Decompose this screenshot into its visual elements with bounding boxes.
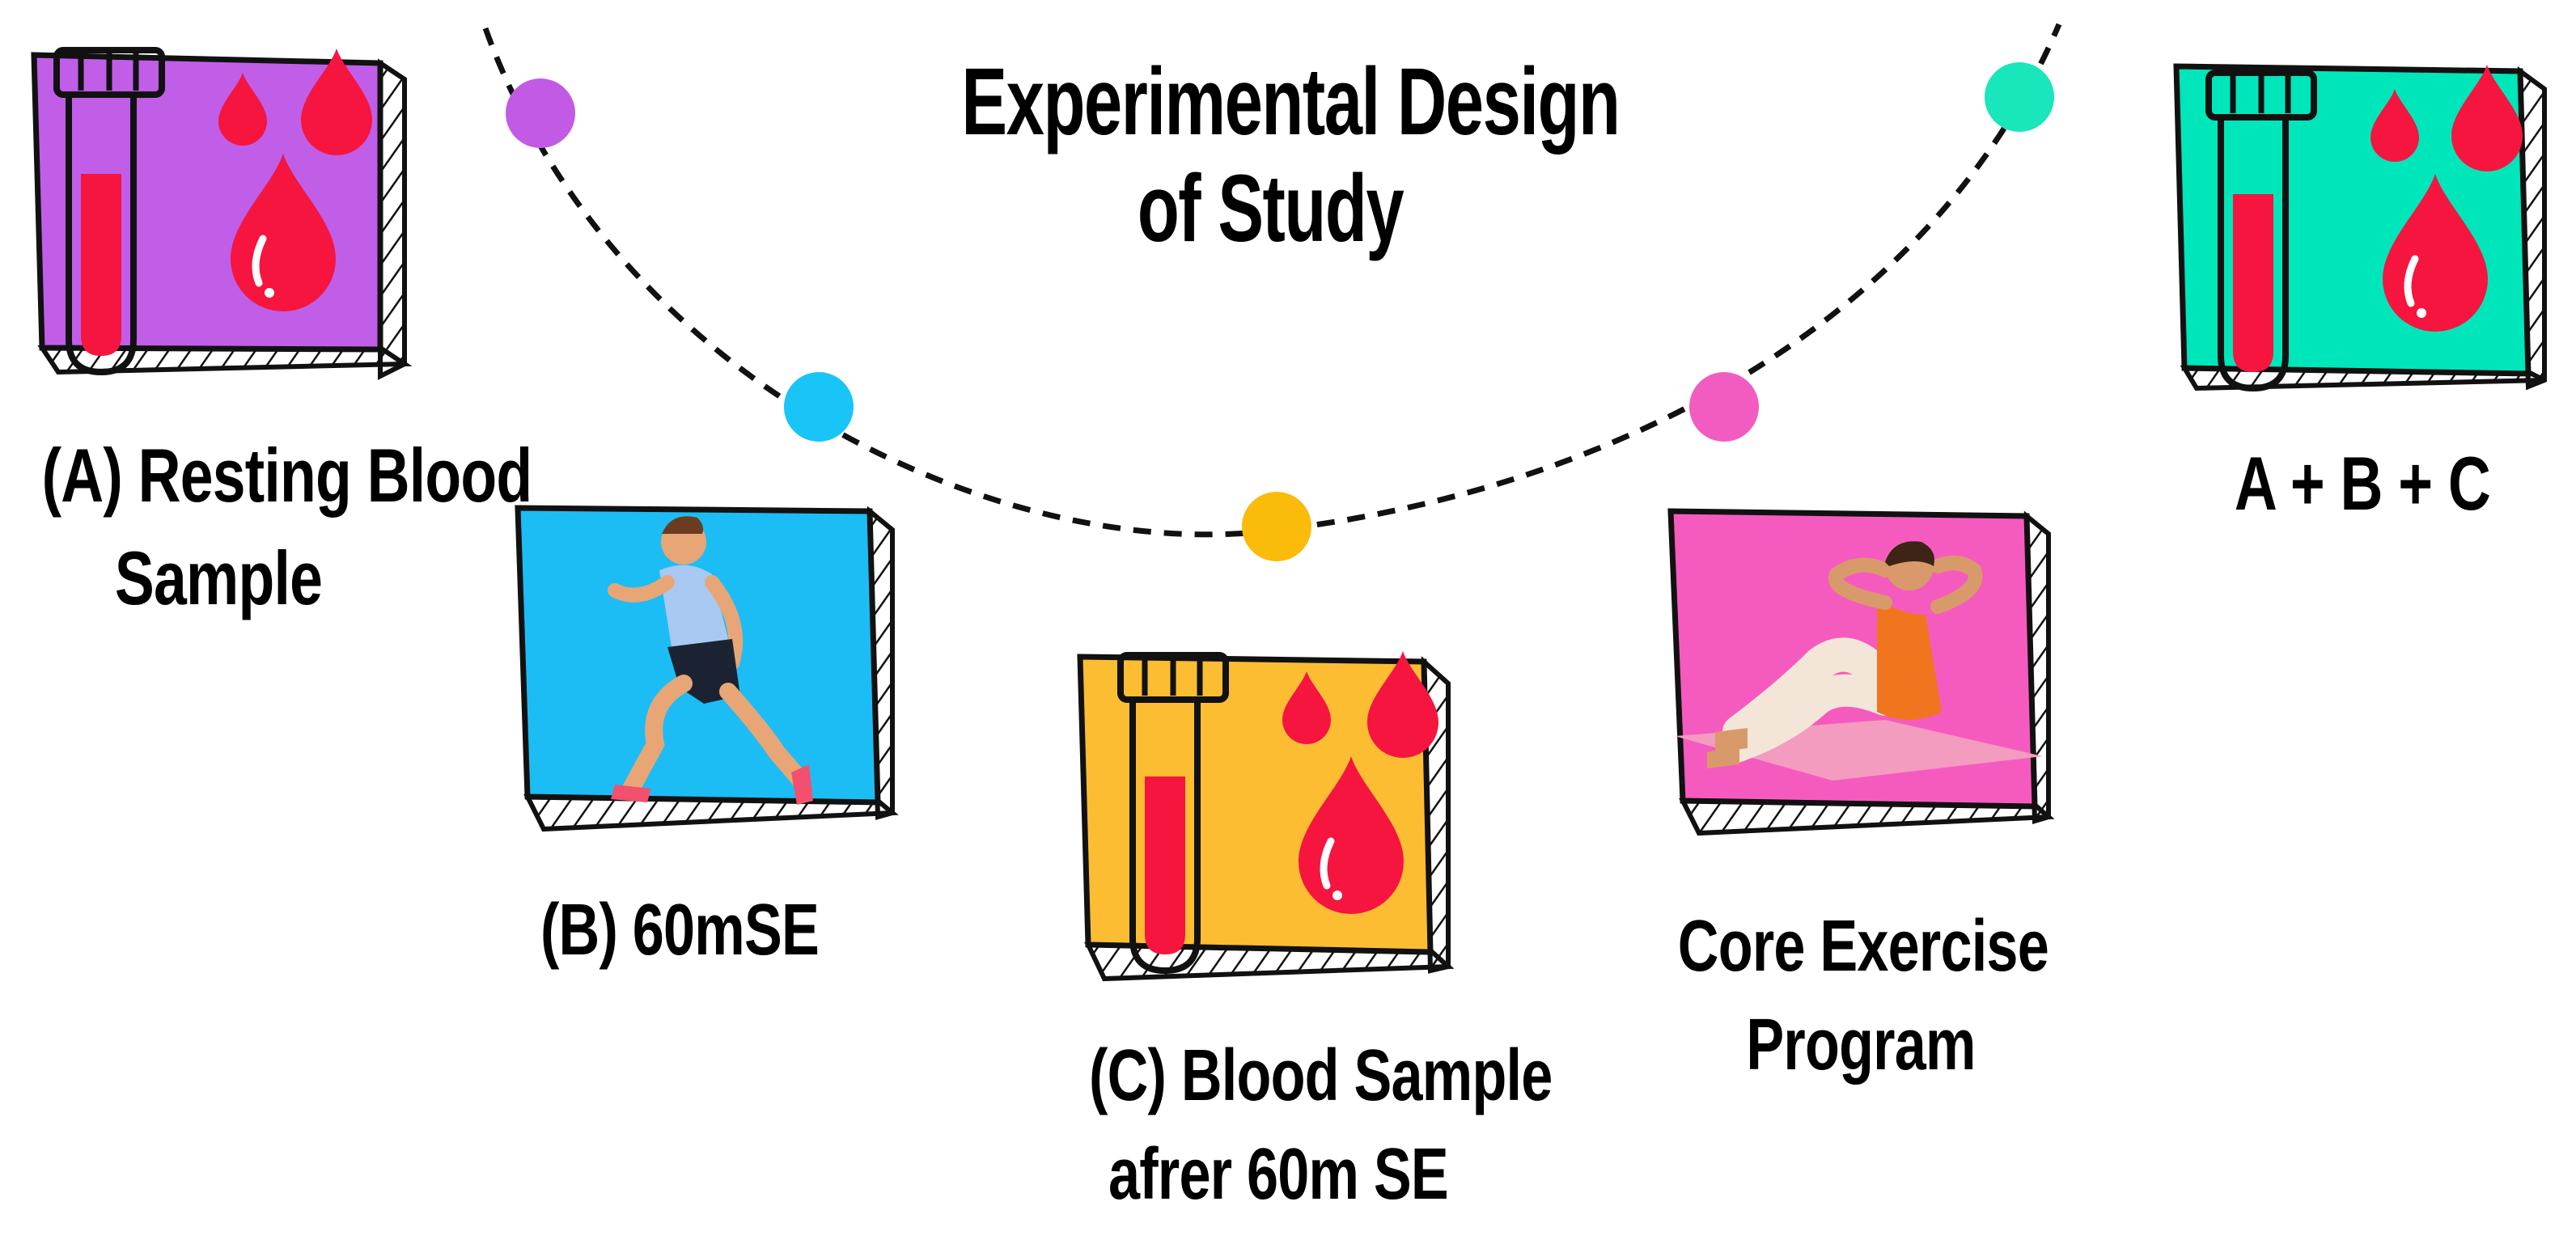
running-man-icon bbox=[608, 516, 813, 805]
step-label-a-line1: (A) Resting Blood bbox=[41, 433, 533, 518]
step-label-b-line1: (B) 60mSE bbox=[540, 890, 820, 971]
timeline-dot-purple bbox=[506, 78, 575, 148]
box-a-b-c bbox=[2173, 63, 2547, 392]
blood-tube-icon bbox=[53, 47, 165, 376]
box-resting-blood bbox=[31, 47, 413, 380]
timeline-dot-pink bbox=[1689, 372, 1759, 442]
step-label-c-line1: (C) Blood Sample bbox=[1089, 1035, 1553, 1116]
title-line-2: of Study bbox=[1137, 155, 1405, 263]
box-core-exercise bbox=[1667, 508, 2055, 836]
step-label-d-line2: Program bbox=[1746, 1004, 1976, 1085]
step-label-e: A + B + C bbox=[2198, 433, 2527, 535]
timeline-dot-blue bbox=[784, 372, 854, 442]
step-label-d: Core Exercise Program bbox=[1677, 898, 2049, 1094]
blood-tube-icon bbox=[2205, 70, 2317, 392]
step-label-a-line2: Sample bbox=[114, 535, 323, 620]
step-label-c: (C) Blood Sample afrer 60m SE bbox=[1089, 1027, 1553, 1224]
step-label-b: (B) 60mSE bbox=[515, 882, 844, 980]
situp-woman-icon bbox=[1675, 541, 2043, 781]
step-label-e-line1: A + B + C bbox=[2234, 441, 2491, 526]
timeline-dot-teal bbox=[1985, 62, 2054, 132]
timeline-dot-yellow bbox=[1242, 492, 1311, 561]
step-label-d-line1: Core Exercise bbox=[1677, 906, 2049, 987]
page-title: Experimental Design of Study bbox=[961, 49, 1621, 263]
timeline-arc bbox=[482, 23, 2062, 538]
box-blood-after-60m bbox=[1077, 651, 1455, 982]
title-line-1: Experimental Design bbox=[961, 49, 1621, 155]
box-60mse bbox=[515, 505, 899, 832]
blood-tube-icon bbox=[1117, 652, 1229, 975]
step-label-c-line2: afrer 60m SE bbox=[1108, 1133, 1449, 1215]
step-label-a: (A) Resting Blood Sample bbox=[41, 425, 533, 630]
